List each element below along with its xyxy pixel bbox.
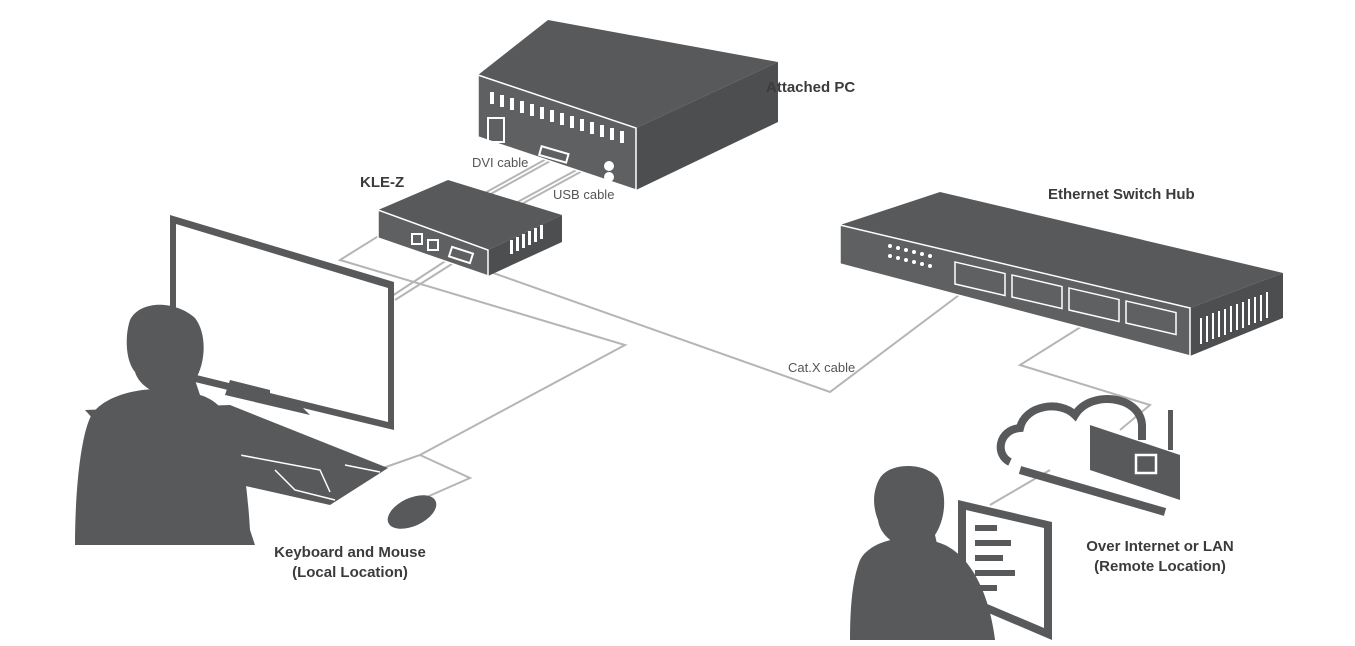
kle-z-label: KLE-Z <box>360 174 405 191</box>
attached-pc-icon <box>477 20 778 192</box>
ethernet-switch-icon <box>839 192 1283 357</box>
catx-cable <box>399 239 976 394</box>
uplink-cable <box>1017 317 1153 431</box>
remote-user-icon <box>850 466 995 640</box>
cloud-icon <box>996 395 1167 516</box>
local-location-label: Keyboard and Mouse (Local Location) <box>255 543 445 583</box>
usb-keyboard-cable <box>337 231 628 469</box>
router-icon <box>1090 410 1180 500</box>
mouse-cable <box>419 454 473 501</box>
remote-location-label: Over Internet or LAN (Remote Location) <box>1060 537 1260 577</box>
usb-cable-label: USB cable <box>553 187 615 202</box>
monitor-icon <box>170 215 394 430</box>
dvi-cable-label: DVI cable <box>472 155 529 170</box>
local-label-line2: (Local Location) <box>292 564 408 581</box>
local-label-line1: Keyboard and Mouse <box>274 544 426 561</box>
remote-label-line1: Over Internet or LAN <box>1086 538 1234 555</box>
switch-label: Ethernet Switch Hub <box>1048 186 1195 203</box>
cables <box>337 157 1153 506</box>
attached-pc-label: Attached PC <box>766 79 856 96</box>
remote-label-line2: (Remote Location) <box>1094 558 1226 575</box>
mouse-icon <box>387 495 437 529</box>
monitor-cable <box>391 257 456 301</box>
kle-z-device-icon <box>377 180 562 278</box>
catx-cable-label: Cat.X cable <box>788 360 856 375</box>
local-user-icon <box>75 304 255 545</box>
